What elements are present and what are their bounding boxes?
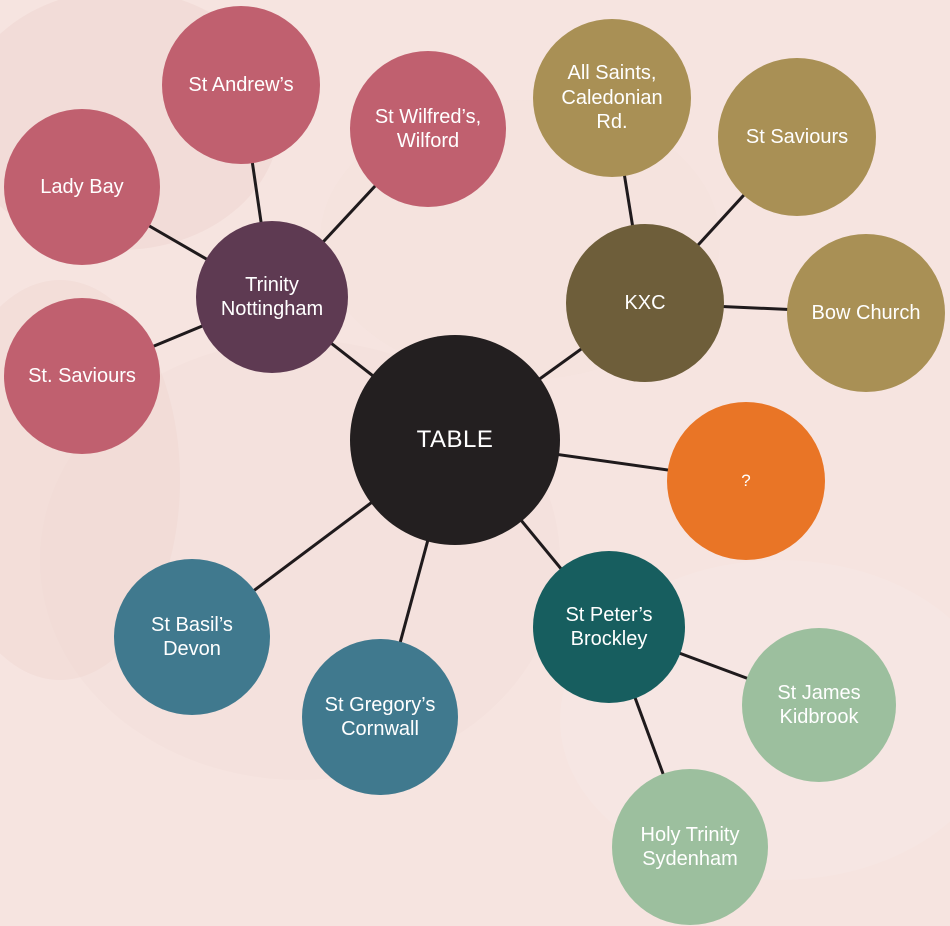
node-st-andrews[interactable]: St Andrew’s [162, 6, 320, 164]
node-st-james[interactable]: St James Kidbrook [742, 628, 896, 782]
node-all-saints[interactable]: All Saints, Caledonian Rd. [533, 19, 691, 177]
node-bow-church[interactable]: Bow Church [787, 234, 945, 392]
node-holy-trinity[interactable]: Holy Trinity Sydenham [612, 769, 768, 925]
node-lady-bay[interactable]: Lady Bay [4, 109, 160, 265]
node-st-wilfreds[interactable]: St Wilfred’s, Wilford [350, 51, 506, 207]
node-st-gregorys[interactable]: St Gregory’s Cornwall [302, 639, 458, 795]
node-kxc[interactable]: KXC [566, 224, 724, 382]
node-st-saviours-nottingham[interactable]: St. Saviours [4, 298, 160, 454]
node-trinity-nottingham[interactable]: Trinity Nottingham [196, 221, 348, 373]
node-st-saviours-kxc[interactable]: St Saviours [718, 58, 876, 216]
node-st-peters[interactable]: St Peter’s Brockley [533, 551, 685, 703]
node-table[interactable]: TABLE [350, 335, 560, 545]
node-st-basils[interactable]: St Basil’s Devon [114, 559, 270, 715]
node-unknown[interactable]: ? [667, 402, 825, 560]
